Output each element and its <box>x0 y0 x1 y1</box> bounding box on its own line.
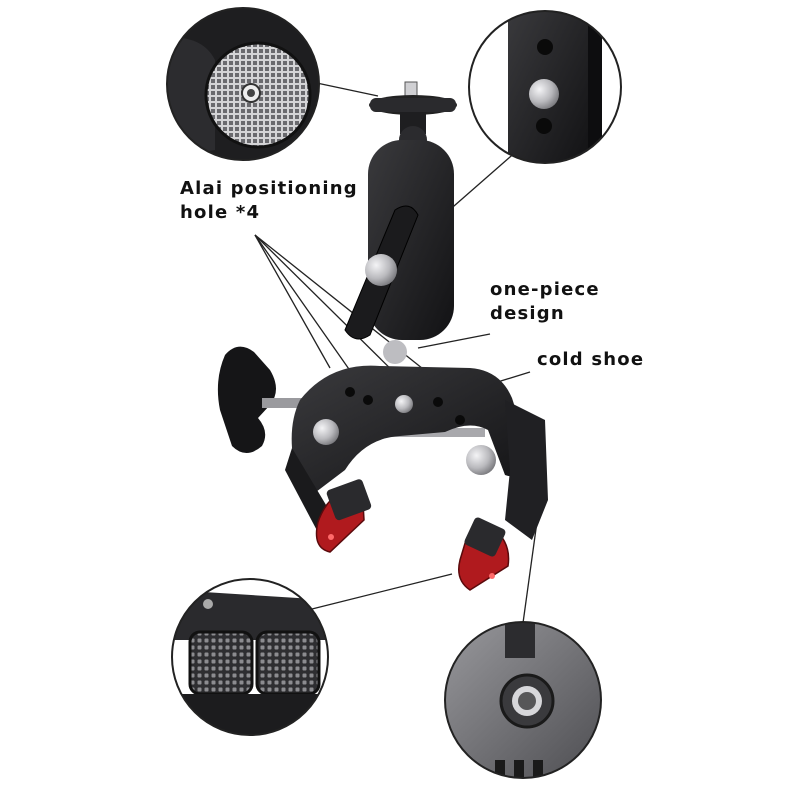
detail-circle-cold-shoe <box>444 621 602 779</box>
detail-circle-jaw-pads <box>171 578 329 736</box>
callout-alai-line1: Alai positioning <box>180 178 358 199</box>
callout-alai-line2: hole *4 <box>180 202 261 223</box>
detail-circle-arm-holes <box>468 10 622 164</box>
callout-cold-shoe-text: cold shoe <box>537 349 645 370</box>
callout-one-piece-line1: one-piece <box>490 279 600 300</box>
callout-one-piece-line2: design <box>490 303 565 324</box>
callout-alai-positioning-hole: Alai positioning hole *4 <box>180 177 358 225</box>
callout-cold-shoe: cold shoe <box>537 348 644 372</box>
callout-one-piece-design: one-piece design <box>490 278 600 326</box>
clamp-product <box>217 81 548 591</box>
detail-circle-plate <box>166 7 320 161</box>
